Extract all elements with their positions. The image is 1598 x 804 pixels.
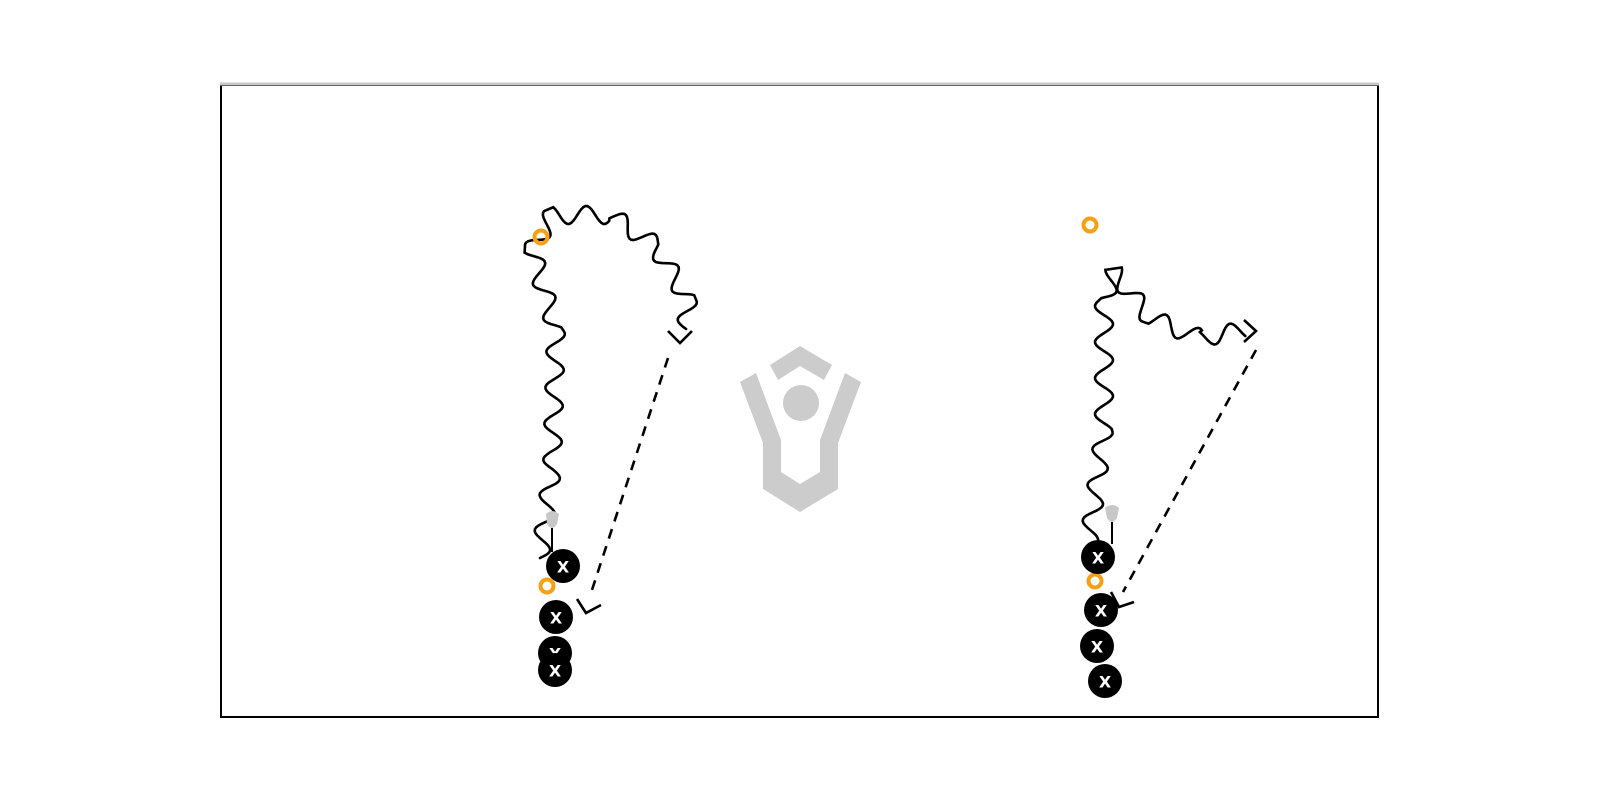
player-marker-label: X: [1099, 673, 1112, 692]
player-marker: X: [1081, 540, 1115, 574]
cone: [538, 577, 556, 595]
player-marker-label: X: [557, 558, 570, 577]
right-pass-arrowhead: [1109, 591, 1135, 609]
player-marker-label: X: [550, 609, 563, 628]
cone: [1081, 216, 1099, 234]
player-marker: X: [1084, 593, 1118, 627]
right-drill: X X X X: [1080, 216, 1258, 698]
player-marker: X: [539, 600, 573, 634]
stick-icon: [546, 511, 559, 552]
right-pass-path: [1121, 349, 1258, 593]
left-pass-path: [588, 357, 670, 597]
left-run-arrowhead: [667, 330, 693, 345]
player-marker-label: X: [1091, 638, 1104, 657]
field: [220, 82, 1379, 718]
player-marker: X: [546, 549, 580, 583]
cone: [1086, 572, 1104, 590]
player-marker-label: X: [1092, 549, 1105, 568]
cone: [532, 228, 550, 246]
left-drill: X X X X: [523, 204, 699, 687]
player-marker-label: X: [549, 662, 562, 681]
stick-icon: [1105, 505, 1119, 544]
right-dodge-run-path: [1081, 266, 1247, 550]
left-dodge-run-path: [523, 204, 699, 560]
player-marker: X: [1088, 664, 1122, 698]
player-marker: X: [1080, 629, 1114, 663]
right-run-arrowhead: [1243, 319, 1258, 343]
player-marker-label: X: [1095, 602, 1108, 621]
lacrosse-logo-icon: [740, 346, 861, 512]
left-pass-arrowhead: [575, 598, 602, 615]
player-marker: X: [538, 653, 572, 687]
